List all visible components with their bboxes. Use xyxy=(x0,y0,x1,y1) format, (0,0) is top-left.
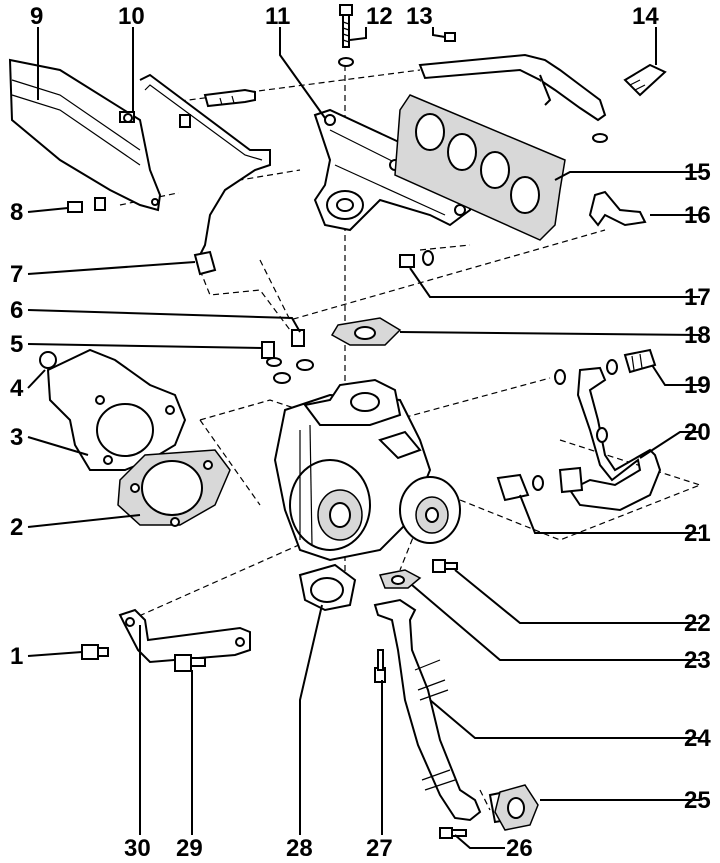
label-9: 9 xyxy=(30,3,43,30)
label-27: 27 xyxy=(366,835,393,862)
label-1: 1 xyxy=(10,643,23,670)
label-16: 16 xyxy=(684,202,711,229)
oil-fittings xyxy=(261,329,314,384)
label-26: 26 xyxy=(506,835,533,862)
turbo-flange-gasket xyxy=(330,317,402,346)
label-7: 7 xyxy=(10,261,23,288)
label-2: 2 xyxy=(10,514,23,541)
label-11: 11 xyxy=(265,3,290,30)
label-8: 8 xyxy=(10,199,23,226)
return-flange xyxy=(494,784,539,831)
leader-lines xyxy=(27,27,701,849)
turbo-bolt xyxy=(432,559,458,573)
elbow-gasket xyxy=(117,449,231,527)
label-22: 22 xyxy=(684,610,711,637)
egr-gasket xyxy=(378,569,422,589)
stud xyxy=(338,4,354,67)
label-28: 28 xyxy=(286,835,313,862)
label-14: 14 xyxy=(632,3,659,30)
label-29: 29 xyxy=(176,835,203,862)
label-23: 23 xyxy=(684,647,711,674)
manifold-gasket xyxy=(394,94,566,241)
label-21: 21 xyxy=(684,520,711,547)
banjo-fitting xyxy=(588,190,647,227)
heat-shield xyxy=(8,58,162,212)
label-20: 20 xyxy=(684,419,711,446)
label-6: 6 xyxy=(10,297,23,324)
turbocharger xyxy=(273,378,461,612)
label-5: 5 xyxy=(10,331,23,358)
label-12: 12 xyxy=(366,3,393,30)
label-17: 17 xyxy=(684,284,711,311)
label-4: 4 xyxy=(10,375,24,402)
return-pipe-lower xyxy=(496,348,662,512)
label-24: 24 xyxy=(684,725,711,752)
label-15: 15 xyxy=(684,159,711,186)
label-10: 10 xyxy=(118,3,145,30)
label-30: 30 xyxy=(124,835,151,862)
label-25: 25 xyxy=(684,787,711,814)
label-19: 19 xyxy=(684,372,711,399)
support-bracket xyxy=(118,608,251,664)
part-labels: 9 10 11 12 13 14 8 7 6 5 4 3 2 1 15 16 1… xyxy=(10,3,711,862)
oil-feed-pipe xyxy=(67,73,271,276)
label-13: 13 xyxy=(406,3,433,30)
exhaust-elbow xyxy=(39,348,187,471)
label-3: 3 xyxy=(10,424,23,451)
label-18: 18 xyxy=(684,322,711,349)
small-bolts xyxy=(374,649,467,839)
bracket-bolts xyxy=(81,644,206,672)
return-pipe-upper xyxy=(418,32,667,143)
manifold-nut xyxy=(399,250,434,268)
oil-return-pipe xyxy=(373,598,522,824)
